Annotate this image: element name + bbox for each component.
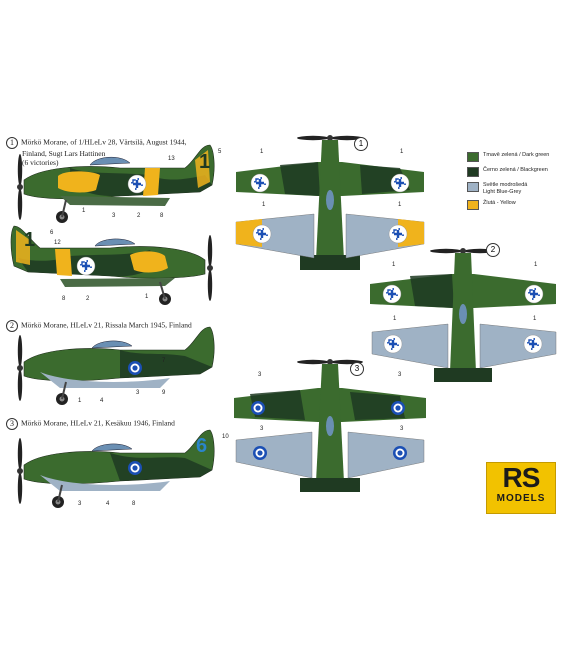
caption-number-2: 2 <box>6 320 18 332</box>
caption-1-line-1: Mörkö Morane, of 1/HLeLv 28, Värtsilä, A… <box>21 137 187 147</box>
caption-2-line-1: Mörkö Morane, HLeLv 21, Rissala March 19… <box>21 320 192 330</box>
legend-item-light-blue-grey: Světle modrošedá Light Blue-Grey <box>467 182 567 195</box>
view-number-2: 2 <box>486 243 500 257</box>
legend-label-sub: Light Blue-Grey <box>483 188 522 195</box>
logo-rs: RS <box>502 462 541 493</box>
tail-code-1-mirror: 1 <box>24 229 35 251</box>
legend-swatch <box>467 152 479 162</box>
svg-text:6122 18: 6122 18 <box>50 230 149 302</box>
svg-text:739 14: 739 14 <box>78 358 167 404</box>
caption-1-line-3: (6 victories) <box>22 158 59 167</box>
legend-item-blackgreen: Černo zelená / Blackgreen <box>467 167 567 177</box>
tail-code-6: 6 <box>196 435 207 457</box>
side-view-1-mirror: 1 6122 18 <box>10 225 213 305</box>
legend-label: Černo zelená / Blackgreen <box>483 167 548 173</box>
svg-text:33 33: 33 33 <box>258 372 404 432</box>
tail-code-1: 1 <box>199 151 210 173</box>
caption-number-1: 1 <box>6 137 18 149</box>
svg-text:11 11: 11 11 <box>392 262 539 322</box>
caption-1-line-2: Finland, Sugt Lars Hattinen <box>22 149 106 158</box>
caption-3-line-1: Mörkö Morane, HLeLv 21, Kesäkuu 1946, Fi… <box>21 418 175 428</box>
legend-item-yellow: Žlutá - Yellow <box>467 200 567 210</box>
legend-item-dark-green: Tmavě zelená / Dark green <box>467 152 567 162</box>
legend-label: Tmavě zelená / Dark green <box>483 152 550 158</box>
legend-swatch <box>467 200 479 210</box>
legend-swatch <box>467 167 479 177</box>
caption-number-3: 3 <box>6 418 18 430</box>
legend-label: Světle modrošedá <box>483 182 528 188</box>
svg-text:11 11: 11 11 <box>260 149 405 208</box>
color-legend: Tmavě zelená / Dark green Černo zelená /… <box>467 152 567 215</box>
view-number-3: 3 <box>350 362 364 376</box>
logo-models: MODELS <box>496 493 546 504</box>
view-number-1: 1 <box>354 137 368 151</box>
legend-label: Žlutá - Yellow <box>483 200 516 206</box>
rs-models-logo: RS MODELS <box>486 462 556 514</box>
legend-swatch <box>467 182 479 192</box>
